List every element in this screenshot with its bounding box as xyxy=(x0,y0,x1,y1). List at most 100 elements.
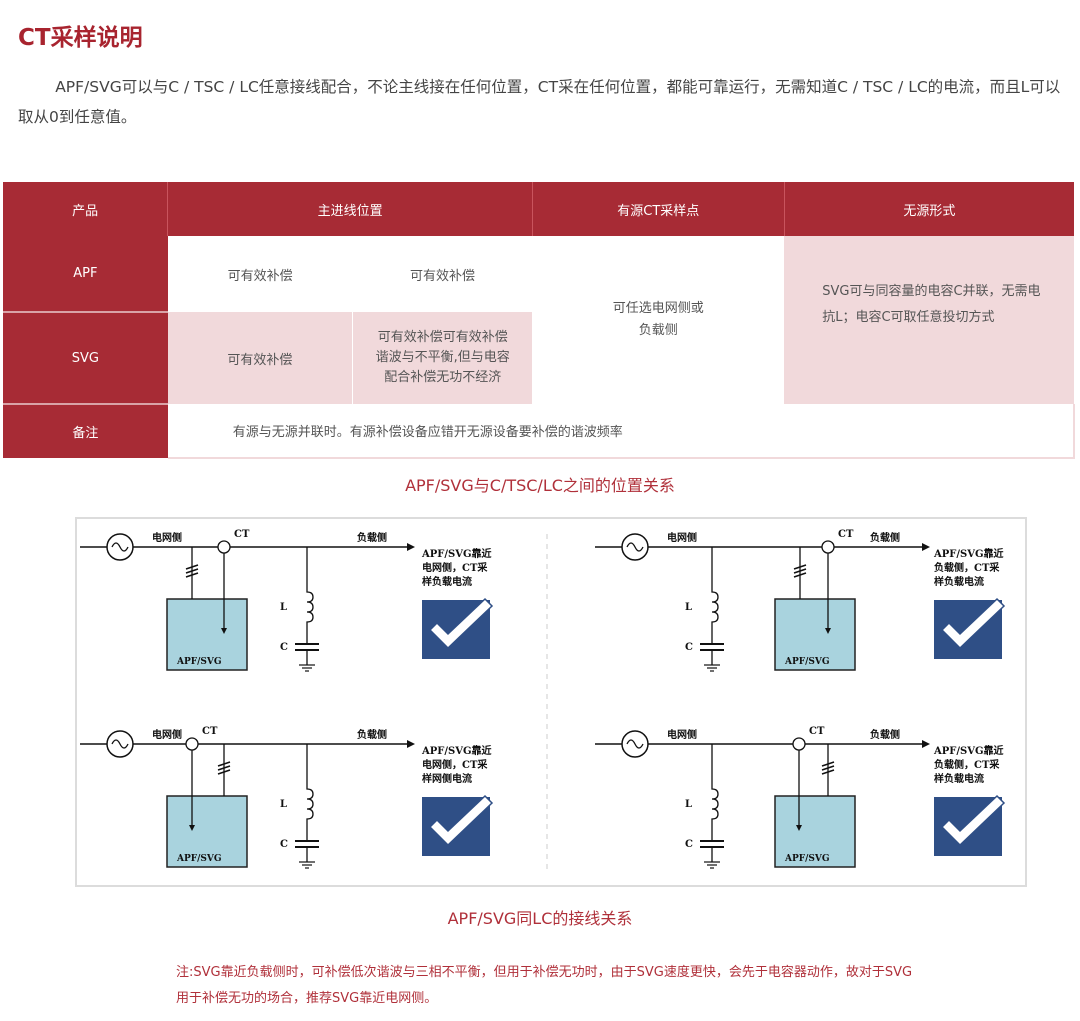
row-label-apf: APF xyxy=(3,236,168,313)
sine-icon xyxy=(626,739,644,749)
apf-svg-box xyxy=(166,795,248,868)
inductor-icon xyxy=(306,744,314,841)
svg-note: 注:SVG靠近负载侧时，可补偿低次谐波与三相不平衡，但用于补偿无功时，由于SVG… xyxy=(176,965,913,1006)
position-caption: APF/SVG与C/TSC/LC之间的位置关系 xyxy=(405,476,675,495)
phase-tick-icon xyxy=(185,572,199,578)
inductor-icon xyxy=(711,547,719,644)
apf-svg-box xyxy=(166,598,248,671)
phase-tick-icon xyxy=(217,765,231,771)
svg-pos2: 可有效补偿可有效补偿谐波与不平衡,但与电容配合补偿无功不经济 xyxy=(352,312,533,404)
apf-svg-box-label: APF/SVG xyxy=(176,657,222,667)
ct-label: CT xyxy=(234,529,250,540)
passive-cell: SVG可与同容量的电容C并联，无需电抗L；电容C可取任意投切方式 xyxy=(784,236,1074,404)
phase-tick-icon xyxy=(821,761,835,767)
checkmark-icon xyxy=(940,794,1006,847)
comparison-table: 产品 主进线位置 有源CT采样点 无源形式 APF 可有效补偿 可有效补偿 可任… xyxy=(3,182,1076,459)
panel-description: 负载侧，CT采 xyxy=(934,561,999,574)
inductor-icon xyxy=(306,547,314,644)
apf-svg-box xyxy=(774,795,856,868)
apf-svg-box-label: APF/SVG xyxy=(784,657,830,667)
phase-tick-icon xyxy=(793,568,807,574)
table-row: APF 可有效补偿 可有效补偿 可任选电网侧或负载侧 SVG可与同容量的电容C并… xyxy=(3,236,1074,404)
load-side-label: 负载侧 xyxy=(870,531,900,544)
arrow-icon xyxy=(407,740,415,748)
sine-icon xyxy=(111,739,129,749)
apf-svg-box xyxy=(774,598,856,671)
load-side-label: 负载侧 xyxy=(357,531,387,544)
header-ct-point: 有源CT采样点 xyxy=(532,182,785,236)
capacitor-label: C xyxy=(280,642,288,653)
panel-description: 样网侧电流 xyxy=(422,772,472,785)
panel-description: APF/SVG靠近 xyxy=(933,744,1004,757)
panel-description: 电网侧，CT采 xyxy=(422,758,487,771)
row-label-svg: SVG xyxy=(3,312,168,405)
arrow-icon xyxy=(825,628,831,634)
panel-description: APF/SVG靠近 xyxy=(933,547,1004,560)
wiring-caption: APF/SVG同LC的接线关系 xyxy=(447,909,633,928)
sine-icon xyxy=(626,542,644,552)
notes-cell: 有源与无源并联时。有源补偿设备应错开无源设备要补偿的谐波频率 xyxy=(167,404,1076,459)
ct-point-cell: 可任选电网侧或负载侧 xyxy=(532,236,785,404)
header-passive: 无源形式 xyxy=(784,182,1074,236)
arrow-icon xyxy=(796,825,802,831)
table-header-row: 产品 主进线位置 有源CT采样点 无源形式 xyxy=(3,182,1074,236)
phase-tick-icon xyxy=(185,568,199,574)
ct-label: CT xyxy=(838,529,854,540)
header-main-line: 主进线位置 xyxy=(167,182,533,236)
ct-label: CT xyxy=(809,726,825,737)
capacitor-label: C xyxy=(280,839,288,850)
sine-icon xyxy=(111,542,129,552)
panel-description: 负载侧，CT采 xyxy=(934,758,999,771)
phase-tick-icon xyxy=(793,572,807,578)
capacitor-label: C xyxy=(685,839,693,850)
ct-icon xyxy=(821,540,835,554)
apf-svg-box-label: APF/SVG xyxy=(176,854,222,864)
svg-pos1: 可有效补偿 xyxy=(167,312,354,404)
checkmark-icon xyxy=(428,794,494,847)
capacitor-label: C xyxy=(685,642,693,653)
checkmark-icon xyxy=(428,597,494,650)
ct-icon xyxy=(217,540,231,554)
phase-tick-icon xyxy=(217,769,231,775)
header-product: 产品 xyxy=(3,182,169,236)
grid-side-label: 电网侧 xyxy=(152,728,182,741)
table-row: SVG 可有效补偿 可有效补偿可有效补偿谐波与不平衡,但与电容配合补偿无功不经济 xyxy=(3,312,1074,405)
grid-side-label: 电网侧 xyxy=(152,531,182,544)
arrow-icon xyxy=(922,543,930,551)
load-side-label: 负载侧 xyxy=(870,728,900,741)
phase-tick-icon xyxy=(217,761,231,767)
arrow-icon xyxy=(407,543,415,551)
panel-description: 样负载电流 xyxy=(422,575,472,588)
inductor-icon xyxy=(711,744,719,841)
load-side-label: 负载侧 xyxy=(357,728,387,741)
inductor-label: L xyxy=(685,799,692,810)
arrow-icon xyxy=(922,740,930,748)
panel-description: APF/SVG靠近 xyxy=(421,547,492,560)
arrow-icon xyxy=(189,825,195,831)
table-row: 备注 有源与无源并联时。有源补偿设备应错开无源设备要补偿的谐波频率 xyxy=(3,404,1076,459)
apf-svg-box-label: APF/SVG xyxy=(784,854,830,864)
ct-icon xyxy=(185,737,199,751)
panel-description: APF/SVG靠近 xyxy=(421,744,492,757)
phase-tick-icon xyxy=(821,765,835,771)
page-title: CT采样说明 xyxy=(18,25,143,51)
panel-description: 电网侧，CT采 xyxy=(422,561,487,574)
panel-description: 样负载电流 xyxy=(934,575,984,588)
checkmark-icon xyxy=(940,597,1006,650)
apf-pos1: 可有效补偿 xyxy=(167,236,353,312)
intro-paragraph: APF/SVG可以与C / TSC / LC任意接线配合，不论主线接在任何位置，… xyxy=(18,78,1061,126)
grid-side-label: 电网侧 xyxy=(667,531,697,544)
ct-label: CT xyxy=(202,726,218,737)
apf-pos2: 可有效补偿 xyxy=(352,236,533,312)
ct-icon xyxy=(792,737,806,751)
panel-description: 样负载电流 xyxy=(934,772,984,785)
phase-tick-icon xyxy=(793,564,807,570)
row-label-notes: 备注 xyxy=(3,404,168,458)
grid-side-label: 电网侧 xyxy=(667,728,697,741)
arrow-icon xyxy=(221,628,227,634)
inductor-label: L xyxy=(280,602,287,613)
inductor-label: L xyxy=(685,602,692,613)
phase-tick-icon xyxy=(185,564,199,570)
